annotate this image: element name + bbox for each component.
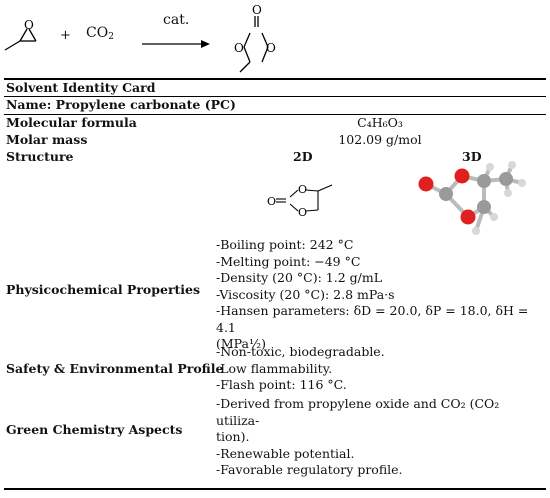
mass-label: Molar mass [6, 132, 88, 147]
3d-hydrogen-atom [518, 179, 526, 187]
2d-carbonyl-oxygen: O [267, 195, 276, 208]
card-title-row: Solvent Identity Card [4, 78, 546, 96]
safety-label: Safety & Environmental Profile [6, 361, 224, 376]
card-structure-block: Molecular formula C₄H₆O₃ Molar mass 102.… [4, 114, 546, 237]
reaction-scheme: O O O O + CO2 cat. [0, 0, 550, 78]
3d-carbon-atom [439, 187, 453, 201]
green-list: -Derived from propylene oxide and CO₂ (C… [216, 396, 544, 479]
green-item: -Renewable potential. [216, 445, 355, 461]
solvent-name: Name: Propylene carbonate (PC) [6, 97, 236, 112]
mass-value: 102.09 g/mol [338, 132, 422, 147]
structure-2d-label: 2D [293, 149, 313, 164]
3d-hydrogen-atom [486, 163, 494, 171]
safety-list: -Non-toxic, biodegradable. -Low flammabi… [216, 344, 544, 394]
card-title: Solvent Identity Card [6, 80, 156, 95]
green-label: Green Chemistry Aspects [6, 422, 183, 437]
physchem-list: -Boiling point: 242 °C -Melting point: −… [216, 237, 544, 353]
structure-3d-label: 3D [462, 149, 482, 164]
oxide-oxygen-label: O [24, 18, 34, 32]
2d-ring-oxygen-bottom: O [298, 206, 307, 219]
green-item: -Derived from propylene oxide and CO₂ (C… [216, 396, 500, 428]
physchem-item: (MPa½) [216, 336, 266, 351]
green-item: -Favorable regulatory profile. [216, 462, 403, 477]
3d-hydrogen-atom [472, 227, 480, 235]
plus-sign: + [60, 28, 71, 43]
physchem-item: -Boiling point: 242 °C [216, 237, 354, 252]
3d-hydrogen-atom [508, 161, 516, 169]
green-row: Green Chemistry Aspects -Derived from pr… [4, 396, 546, 477]
structure-label: Structure [6, 149, 74, 164]
structure-3d-model [418, 161, 526, 235]
co2-subscript: 2 [108, 32, 114, 42]
propylene-oxide-structure [4, 28, 37, 51]
co2-label: CO2 [86, 25, 114, 42]
3d-oxygen-atom [460, 209, 476, 225]
safety-item: -Low flammability. [216, 360, 333, 376]
formula-value: C₄H₆O₃ [357, 115, 403, 130]
2d-ring-oxygen-top: O [298, 183, 307, 196]
3d-carbon-atom [477, 200, 491, 214]
3d-hydrogen-atom [504, 189, 512, 197]
card-name-row: Name: Propylene carbonate (PC) [4, 96, 546, 114]
card-bottom-rule [4, 488, 546, 490]
3d-oxygen-atom [418, 176, 434, 192]
co2-text: CO [86, 25, 109, 41]
solvent-identity-card: Solvent Identity Card Name: Propylene ca… [4, 78, 546, 477]
physchem-item: -Melting point: −49 °C [216, 253, 361, 269]
3d-carbon-atom [499, 172, 513, 186]
formula-label: Molecular formula [6, 115, 137, 130]
reaction-arrow [142, 40, 210, 48]
ring-oxygen-right-label: O [266, 41, 276, 55]
physchem-item: -Density (20 °C): 1.2 g/mL [216, 270, 383, 285]
3d-carbon-atom [477, 174, 491, 188]
structure-2d-drawing: O O O [267, 183, 333, 219]
catalyst-label: cat. [163, 12, 190, 28]
safety-item: -Flash point: 116 °C. [216, 377, 347, 392]
physchem-item: -Hansen parameters: δD = 20.0, δP = 18.0… [216, 303, 529, 335]
physchem-label: Physicochemical Properties [6, 282, 201, 297]
physchem-row: Physicochemical Properties -Boiling poin… [4, 237, 546, 351]
ring-oxygen-left-label: O [234, 41, 244, 55]
carbonyl-oxygen-label: O [252, 3, 262, 17]
reaction-scheme-graphic: O O O O [4, 3, 276, 73]
green-item: tion). [216, 429, 250, 444]
safety-row: Safety & Environmental Profile -Non-toxi… [4, 344, 546, 396]
3d-oxygen-atom [454, 168, 470, 184]
physchem-item: -Viscosity (20 °C): 2.8 mPa·s [216, 286, 395, 302]
3d-hydrogen-atom [490, 213, 498, 221]
product-structure [239, 16, 269, 73]
safety-item: -Non-toxic, biodegradable. [216, 344, 385, 359]
